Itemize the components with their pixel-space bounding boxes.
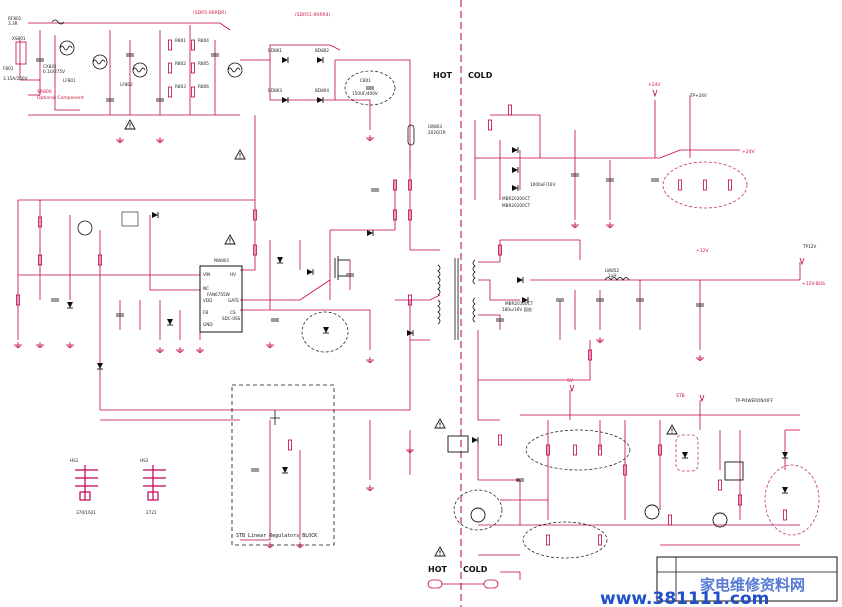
feedback-res-highlight [525, 429, 631, 471]
svg-text:SR800: SR800 [37, 89, 52, 95]
output-res-highlight [662, 161, 748, 209]
cap-note: 180u/16V 固态 [502, 306, 532, 313]
out-12v-label: +12V-BUS [802, 281, 825, 287]
svg-text:SDC-0SS: SDC-0SS [222, 316, 241, 321]
cap-12v: 1000uF/16V [530, 182, 555, 187]
svg-text:3.15A/250V: 3.15A/250V [3, 76, 28, 81]
input-caps [105, 53, 220, 144]
svg-text:0.1U/275V: 0.1U/275V [43, 69, 65, 74]
bulk-capacitor: C801 150UF/400V [352, 78, 378, 142]
svg-text:3.3R: 3.3R [8, 21, 18, 26]
cold-label: COLD [468, 71, 493, 80]
lc-ref: LW852 [605, 268, 619, 273]
svg-text:VDD: VDD [203, 298, 212, 303]
svg-text:R804: R804 [198, 38, 209, 43]
power-mosfet [334, 256, 350, 280]
cold-label-bottom: COLD [463, 565, 488, 574]
heatsink-2 [143, 465, 166, 501]
svg-text:BD804: BD804 [315, 88, 329, 93]
top-note-left: (SDR5-0RRDR) [193, 10, 226, 16]
input-connector: XS801 RF801 3.3R F801 3.15A/250V CX801 0… [3, 16, 84, 101]
svg-text:NC: NC [203, 286, 209, 291]
hot-label-bottom: HOT [428, 565, 447, 574]
secondary-transistors [447, 435, 744, 528]
lc-filter [604, 277, 630, 281]
out-24v-right: +24V [742, 149, 755, 155]
svg-text:150UF/400V: 150UF/400V [352, 91, 378, 96]
svg-text:R803: R803 [175, 84, 186, 89]
out-12v-small: +12V [696, 248, 709, 254]
filter-labels: LF801 LF802 R801 R802 R803 R804 R805 R80… [63, 38, 209, 89]
out-24v-tp: TP+24V [689, 93, 707, 98]
output-arrows [569, 89, 805, 403]
svg-text:Optional Component: Optional Component [37, 95, 84, 101]
power-on-highlight [675, 434, 699, 472]
heatsink-2-ref: HS2 [140, 458, 149, 463]
lw-inductor: LW803 2020/1R [407, 124, 446, 146]
svg-text:HV: HV [230, 272, 236, 277]
diode-12v: MBR20100CT [505, 301, 534, 306]
svg-text:LF801: LF801 [63, 78, 76, 83]
heatsink-1-part: 370/1621 [76, 510, 96, 515]
warning-icons [124, 119, 678, 557]
svg-text:R801: R801 [175, 38, 186, 43]
stb-linear-block [231, 384, 335, 546]
watermark-url: www.381111.com [600, 589, 769, 607]
svg-text:CX801: CX801 [43, 64, 57, 69]
out-12v-tp: TP12V [802, 244, 816, 249]
diode-24v-a: MBR20200CT [502, 196, 531, 201]
out-24v-label: +24V [648, 82, 661, 88]
heatsink-1-ref: HS1 [70, 458, 79, 463]
svg-text:BD803: BD803 [268, 88, 282, 93]
stb-parts [250, 410, 293, 474]
svg-text:FAN6755W: FAN6755W [207, 292, 230, 297]
title-block [656, 556, 838, 602]
svg-text:NW801: NW801 [214, 258, 230, 263]
svg-text:R806: R806 [198, 84, 209, 89]
svg-text:R805: R805 [198, 61, 209, 66]
secondary-wiring [474, 95, 801, 556]
svg-text:BD801: BD801 [268, 48, 282, 53]
line-filter [59, 40, 243, 78]
primary-wiring [17, 22, 441, 541]
svg-text:2020/1R: 2020/1R [428, 130, 446, 135]
top-note-right: (SDR51-0RRR4) [295, 12, 331, 18]
controller-ic: NW801 VIN NC VDD FB GND HV GATE CS FAN67… [199, 258, 243, 333]
opto-highlight [453, 489, 503, 531]
power-on-label: TP-POWERON/OFF [734, 398, 774, 403]
svg-text:RF801: RF801 [8, 16, 22, 21]
diode-24v-b: MBR20200CT [502, 203, 531, 208]
stb-label: STB [676, 393, 685, 399]
secondary-resistors [487, 104, 787, 546]
svg-text:CS: CS [230, 310, 236, 315]
out-5v-label: 5V [567, 378, 574, 384]
svg-text:LF802: LF802 [120, 82, 133, 87]
svg-text:VIN: VIN [203, 272, 210, 277]
control-parts [13, 179, 415, 548]
main-transformer [437, 258, 476, 340]
stb-linear-label: STB Linear Regulators BLOCK [236, 533, 317, 539]
svg-text:R802: R802 [175, 61, 186, 66]
zener-highlight [301, 311, 349, 353]
bridge-rectifier: BD801 BD802 BD803 BD804 [268, 48, 329, 104]
bulk-cap-highlight [344, 70, 396, 106]
feedback-cap-highlight [522, 521, 608, 559]
svg-text:BD802: BD802 [315, 48, 329, 53]
hot-label: HOT [433, 71, 452, 80]
svg-text:F801: F801 [3, 66, 14, 71]
heatsink-2-part: 2721 [146, 510, 157, 515]
svg-text:XS801: XS801 [12, 36, 26, 41]
svg-text:GATE: GATE [228, 298, 239, 303]
watermark-cn: 家电维修资料网 [700, 576, 805, 594]
svg-text:FB: FB [203, 310, 208, 315]
lc-val: 1uH [608, 273, 616, 278]
svg-text:LW803: LW803 [428, 124, 442, 129]
bottom-connectors [427, 571, 521, 589]
opto-primary [77, 211, 159, 236]
svg-text:GND: GND [203, 322, 213, 327]
heatsink-1 [75, 465, 98, 501]
svg-text:C801: C801 [360, 78, 371, 83]
stb-zener-highlight [764, 464, 820, 536]
